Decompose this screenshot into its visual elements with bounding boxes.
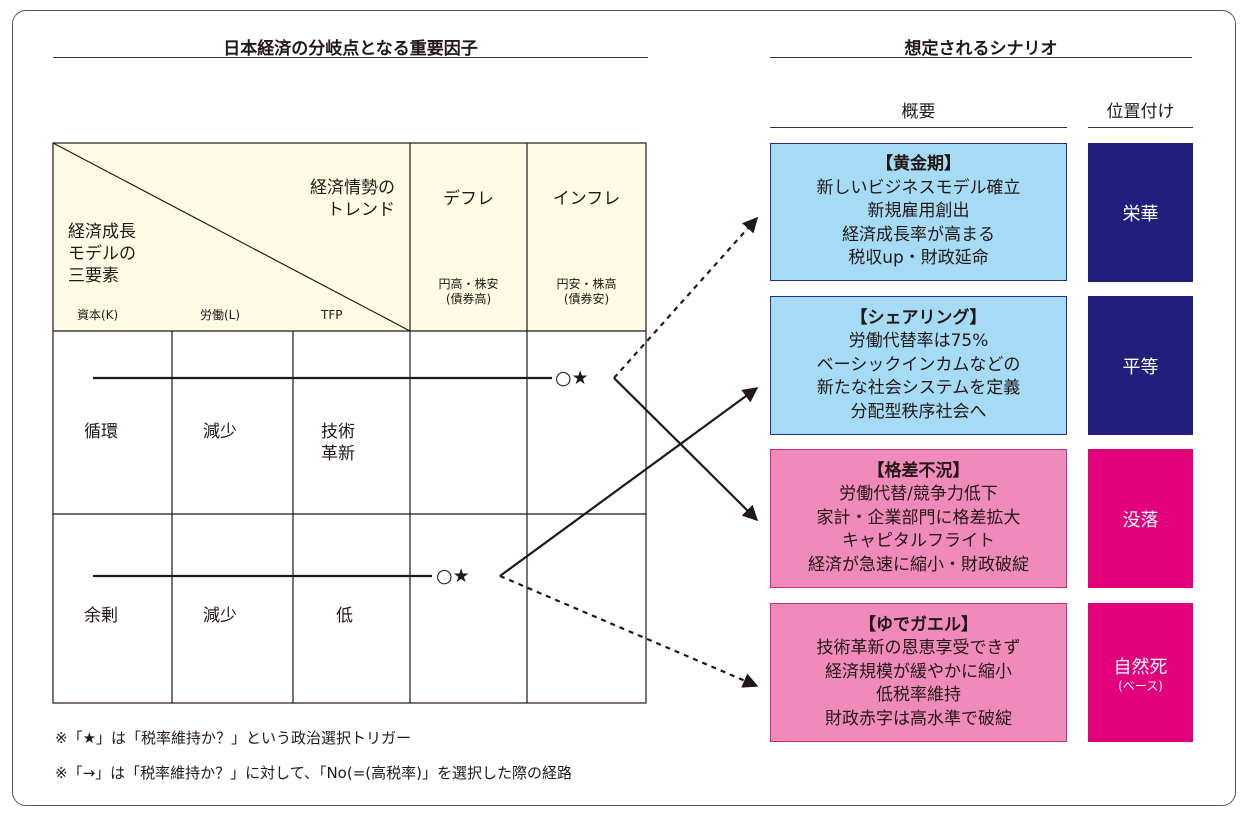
scenario-line: 経済成長率が高まる xyxy=(842,224,995,245)
scenario-line: 低税率維持 xyxy=(876,685,961,706)
header-trend-line: トレンド xyxy=(327,200,395,220)
row1-tfp-line: 革新 xyxy=(321,444,355,464)
row1-tfp: 技術 革新 xyxy=(321,421,355,465)
overview-header: 概要 xyxy=(901,102,936,122)
arrow-row1-to-golden-age xyxy=(613,216,759,379)
header-model-line: モデルの xyxy=(68,244,136,264)
inflation-sub: 円安・株高 (債券安) xyxy=(527,277,646,307)
scenario-golden-age: 【黄金期】 新しいビジネスモデル確立 新規雇用創出 経済成長率が高まる 税収up… xyxy=(770,143,1067,281)
header-model-line: 経済成長 xyxy=(68,222,136,242)
inflation-sub-line: 円安・株高 xyxy=(556,277,617,291)
scenario-sharing: 【シェアリング】 労働代替率は75% ベーシックインカムなどの 新たな社会システ… xyxy=(770,296,1067,435)
inflation-header: インフレ xyxy=(552,189,621,209)
scenario-line: 財政赤字は高水準で破綻 xyxy=(825,708,1012,729)
header-diagonal xyxy=(52,142,411,332)
scenario-line: 分配型秩序社会へ xyxy=(850,401,987,422)
table-border xyxy=(52,142,647,704)
scenario-line: キャピタルフライト xyxy=(842,531,995,552)
scenario-title: 【シェアリング】 xyxy=(850,307,987,328)
trigger-marker-row2: ○★ xyxy=(436,565,470,587)
position-label: 栄華 xyxy=(1122,203,1159,225)
header-trend-line: 経済情勢の xyxy=(310,178,395,198)
factor-labor: 労働(L) xyxy=(200,308,241,322)
arrow-row1-to-disparity xyxy=(613,377,759,522)
position-header: 位置付け xyxy=(1106,102,1175,122)
deflation-sub-line: 円高・株安 xyxy=(438,277,499,291)
left-title: 日本経済の分岐点となる重要因子 xyxy=(223,39,478,59)
deflation-sub: 円高・株安 (債券高) xyxy=(410,277,527,307)
row1-capital: 循環 xyxy=(84,422,118,442)
overview-rule xyxy=(770,127,1067,128)
scenario-line: 労働代替/競争力低下 xyxy=(839,484,998,505)
right-title: 想定されるシナリオ xyxy=(904,39,1058,59)
arrow-row2-to-boiled-frog xyxy=(499,574,759,688)
position-label: 没落 xyxy=(1122,509,1159,531)
note-arrow: ※「→」は「税率維持か？」に対して、「No(=(高税率)」を選択した際の経路 xyxy=(55,764,572,782)
scenario-title: 【黄金期】 xyxy=(876,154,961,175)
arrow-row2-to-sharing xyxy=(499,387,759,577)
scenario-line: 経済規模が緩やかに縮小 xyxy=(825,661,1012,682)
row2-labor: 減少 xyxy=(203,606,237,626)
position-label: 平等 xyxy=(1122,356,1159,378)
position-prosperity: 栄華 xyxy=(1088,143,1193,282)
position-rule xyxy=(1088,127,1193,128)
outer-frame xyxy=(12,10,1236,806)
row1-labor: 減少 xyxy=(203,422,237,442)
note-star: ※「★」は「税率維持か？」という政治選択トリガー xyxy=(55,729,412,747)
scenario-title: 【ゆでガエル】 xyxy=(859,614,978,635)
position-sublabel: (ベース) xyxy=(1118,678,1163,693)
deflation-sub-line: (債券高) xyxy=(445,292,492,306)
scenario-line: 新規雇用創出 xyxy=(867,201,970,222)
scenario-line: 新たな社会システムを定義 xyxy=(816,378,1021,399)
scenario-boiled-frog: 【ゆでガエル】 技術革新の恩恵享受できず 経済規模が緩やかに縮小 低税率維持 財… xyxy=(770,603,1067,742)
row1-tfp-line: 技術 xyxy=(321,422,355,442)
scenario-line: 家計・企業部門に格差拡大 xyxy=(816,507,1021,528)
factor-tfp: TFP xyxy=(321,308,343,322)
position-label: 自然死 xyxy=(1113,656,1168,678)
factor-capital: 資本(K) xyxy=(77,308,119,322)
position-natural-death: 自然死 (ベース) xyxy=(1088,603,1193,742)
header-model-line: 三要素 xyxy=(68,266,119,286)
scenario-disparity-recession: 【格差不況】 労働代替/競争力低下 家計・企業部門に格差拡大 キャピタルフライト… xyxy=(770,449,1067,588)
scenario-line: 経済が急速に縮小・財政破綻 xyxy=(808,554,1029,575)
scenario-line: ベーシックインカムなどの xyxy=(816,354,1021,375)
header-trend: 経済情勢の トレンド xyxy=(290,177,395,221)
deflation-header: デフレ xyxy=(443,189,494,209)
position-equality: 平等 xyxy=(1088,296,1193,435)
row2-capital: 余剰 xyxy=(84,606,118,626)
trigger-marker-row1: ○★ xyxy=(555,367,589,389)
scenario-line: 税収up・財政延命 xyxy=(848,248,989,269)
scenario-line: 新しいビジネスモデル確立 xyxy=(816,177,1021,198)
header-model: 経済成長 モデルの 三要素 xyxy=(68,221,136,287)
scenario-title: 【格差不況】 xyxy=(867,460,970,481)
position-decline: 没落 xyxy=(1088,449,1193,588)
scenario-line: 労働代替率は75% xyxy=(848,331,989,352)
right-title-rule xyxy=(770,57,1192,58)
inflation-sub-line: (債券安) xyxy=(563,292,610,306)
scenario-line: 技術革新の恩恵享受できず xyxy=(816,638,1021,659)
left-title-rule xyxy=(53,57,648,58)
row2-tfp: 低 xyxy=(336,606,353,626)
